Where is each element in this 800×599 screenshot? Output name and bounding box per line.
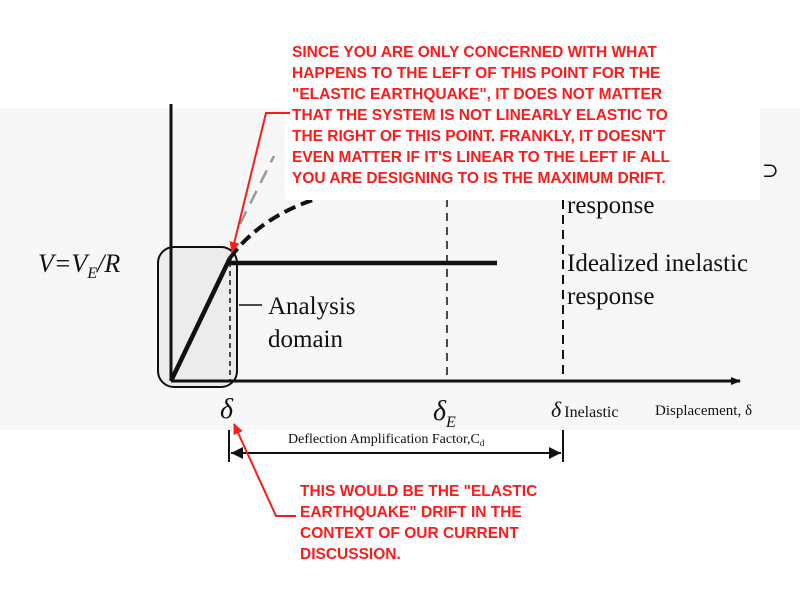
cd-arrow-right xyxy=(549,447,561,459)
delta-label: δ xyxy=(220,394,234,425)
idealized-label-2: response xyxy=(567,283,654,310)
bottom-note: THIS WOULD BE THE "ELASTIC EARTHQUAKE" D… xyxy=(300,483,542,563)
bottom-note-arrow xyxy=(233,423,296,517)
top-note: SINCE YOU ARE ONLY CONCERNED WITH WHAT H… xyxy=(292,44,674,187)
elastic-extension-line xyxy=(238,155,276,225)
analysis-domain-label-1: Analysis xyxy=(268,293,356,320)
base-shear-label: V=VE/R xyxy=(38,249,120,282)
top-note-arrow xyxy=(229,112,290,253)
cd-label: Deflection Amplification Factor,Cd xyxy=(288,432,485,448)
delta-e-label: δE xyxy=(433,396,456,431)
top-note-box xyxy=(285,28,760,200)
cd-arrow-left xyxy=(231,447,243,459)
x-axis-label: Displacement, δ xyxy=(655,403,752,419)
elastic-line xyxy=(168,257,233,382)
cropped-glyph: ⊃ xyxy=(762,160,779,182)
analysis-domain-label-2: domain xyxy=(268,326,343,353)
idealized-label-1: Idealized inelastic xyxy=(567,250,748,277)
